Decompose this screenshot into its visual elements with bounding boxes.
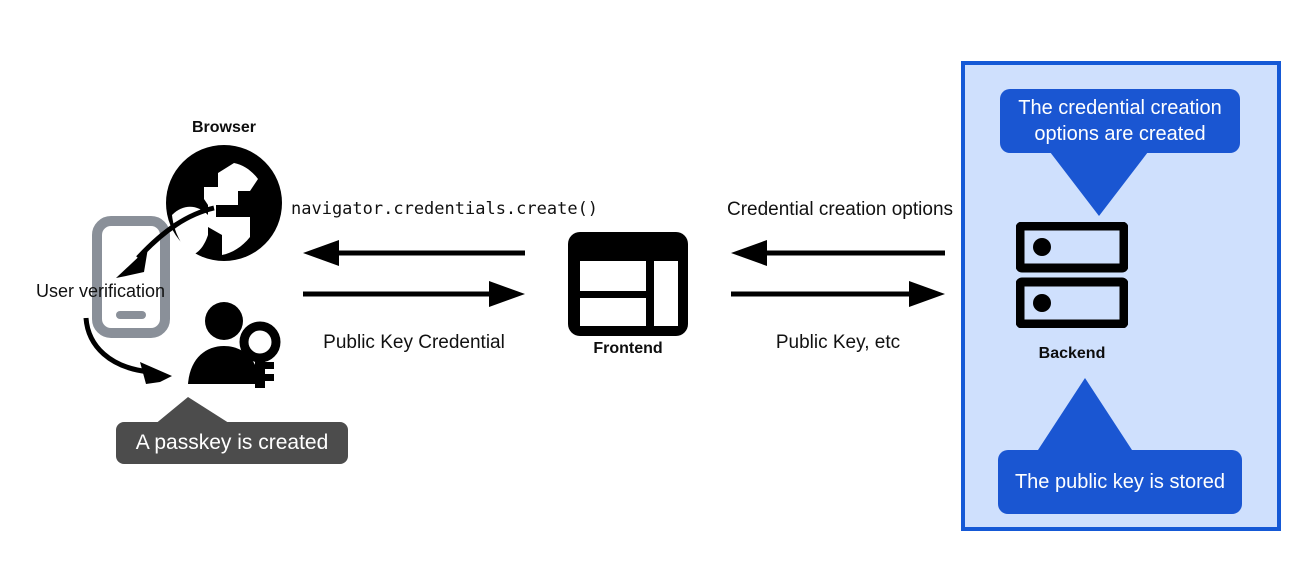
frontend-label: Frontend	[593, 340, 663, 357]
arrow-credential-creation-options	[731, 240, 945, 266]
user-verification-label: User verification	[36, 281, 166, 301]
passkey-tooltip: A passkey is created	[116, 422, 348, 464]
message-credential-creation-options: Credential creation options	[726, 199, 954, 220]
server-rack-icon	[1016, 222, 1128, 328]
message-credentials-create: navigator.credentials.create()	[291, 199, 599, 219]
message-public-key-credential: Public Key Credential	[323, 332, 505, 353]
user-with-key-icon	[188, 302, 281, 388]
arrow-public-key-etc	[731, 281, 945, 307]
backend-callout-top: The credential creation options are crea…	[1000, 89, 1240, 153]
browser-label: Browser	[191, 119, 257, 136]
arrow-credentials-create	[303, 240, 525, 266]
arrow-phone-to-user	[83, 317, 172, 384]
globe-icon	[166, 145, 282, 261]
backend-label: Backend	[1038, 345, 1106, 362]
arrow-browser-to-phone	[116, 205, 215, 278]
webpage-layout-icon	[568, 232, 688, 336]
arrow-public-key-credential	[303, 281, 525, 307]
smartphone-icon	[92, 216, 170, 338]
backend-callout-bottom: The public key is stored	[998, 450, 1242, 514]
message-public-key-etc: Public Key, etc	[775, 332, 901, 353]
